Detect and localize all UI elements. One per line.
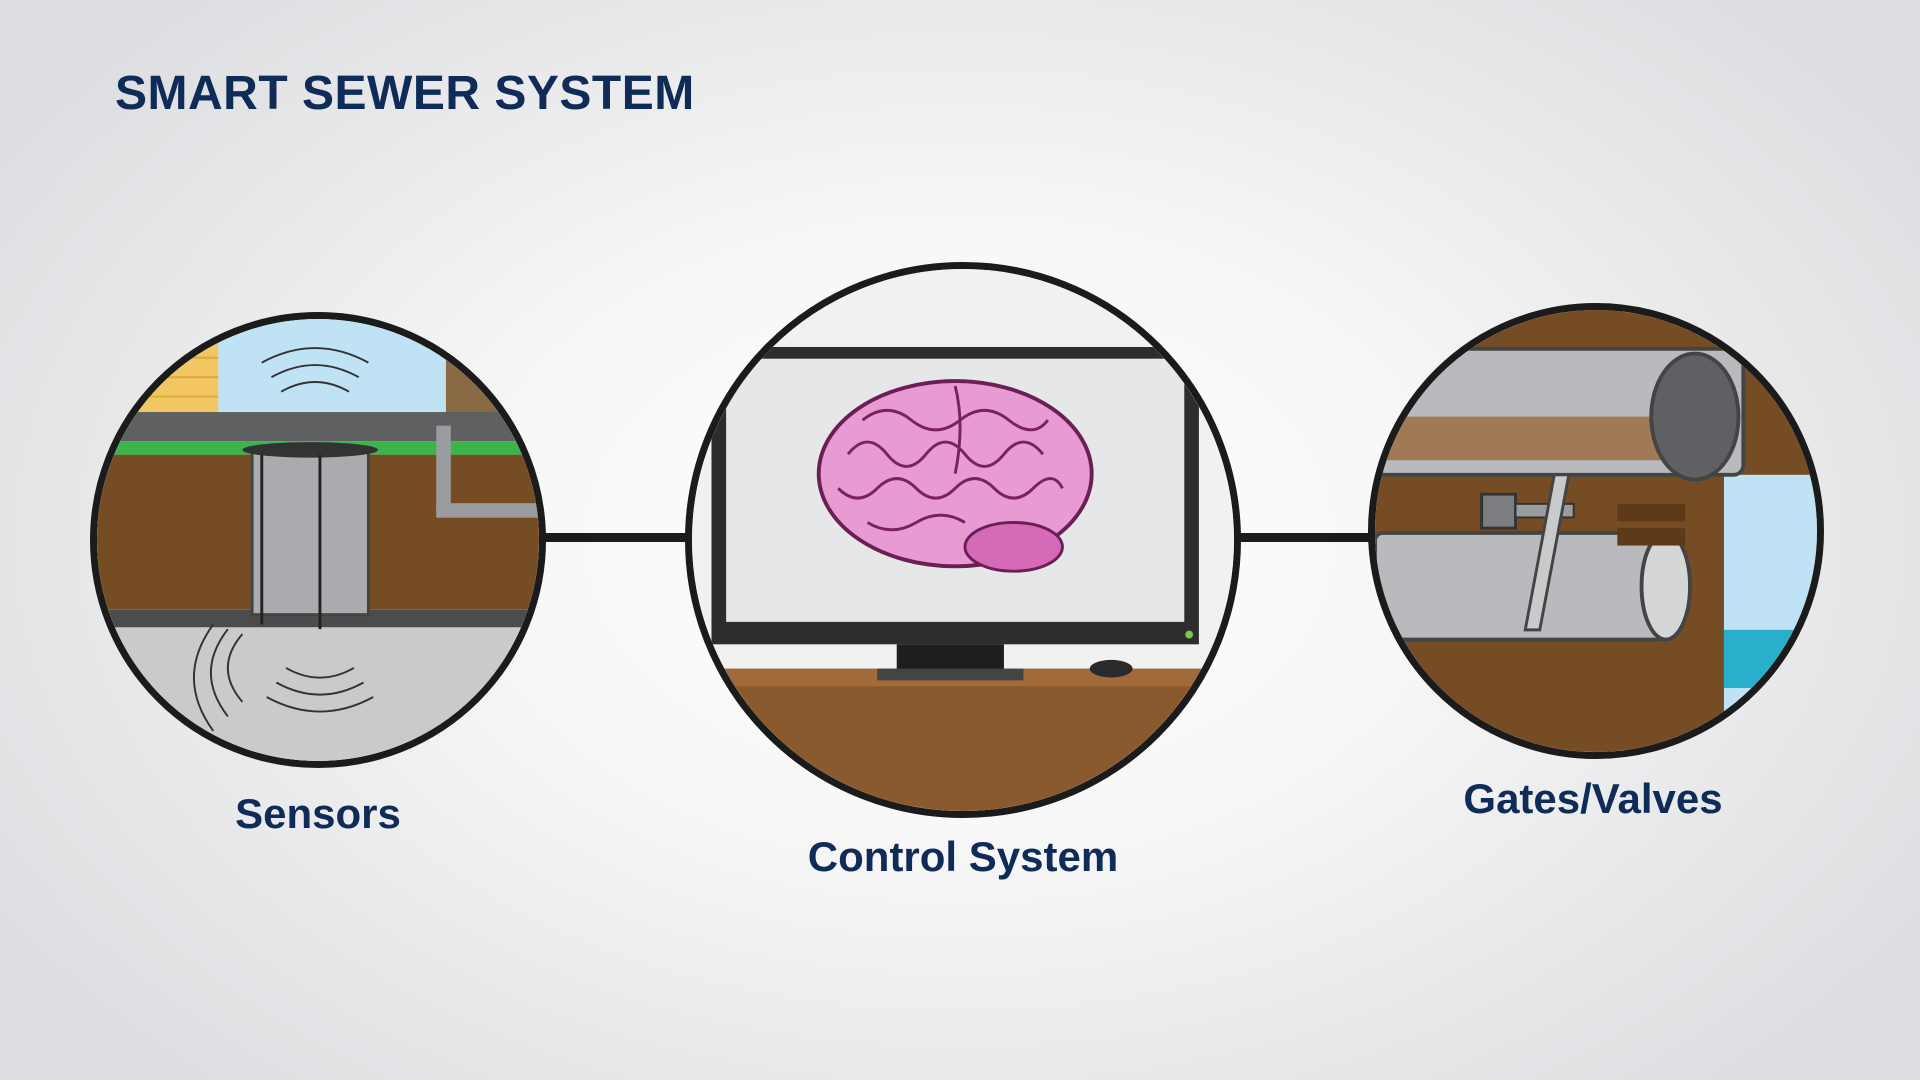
sensors-label: Sensors (235, 790, 401, 837)
sensors-circle (90, 312, 546, 768)
control-label: Control System (807, 833, 1119, 880)
control-circle (685, 262, 1241, 818)
brain-icon (816, 379, 1094, 573)
pipe-valve-icon (1375, 310, 1817, 752)
gates-label: Gates/Valves (1463, 775, 1723, 822)
sensor-manhole-icon (97, 319, 539, 761)
connector-control-gates (1235, 533, 1375, 542)
gates-circle (1368, 303, 1824, 759)
brain-monitor-icon (692, 269, 1234, 811)
diagram-title: SMART SEWER SYSTEM (115, 67, 695, 120)
connector-sensors-control (540, 533, 690, 542)
